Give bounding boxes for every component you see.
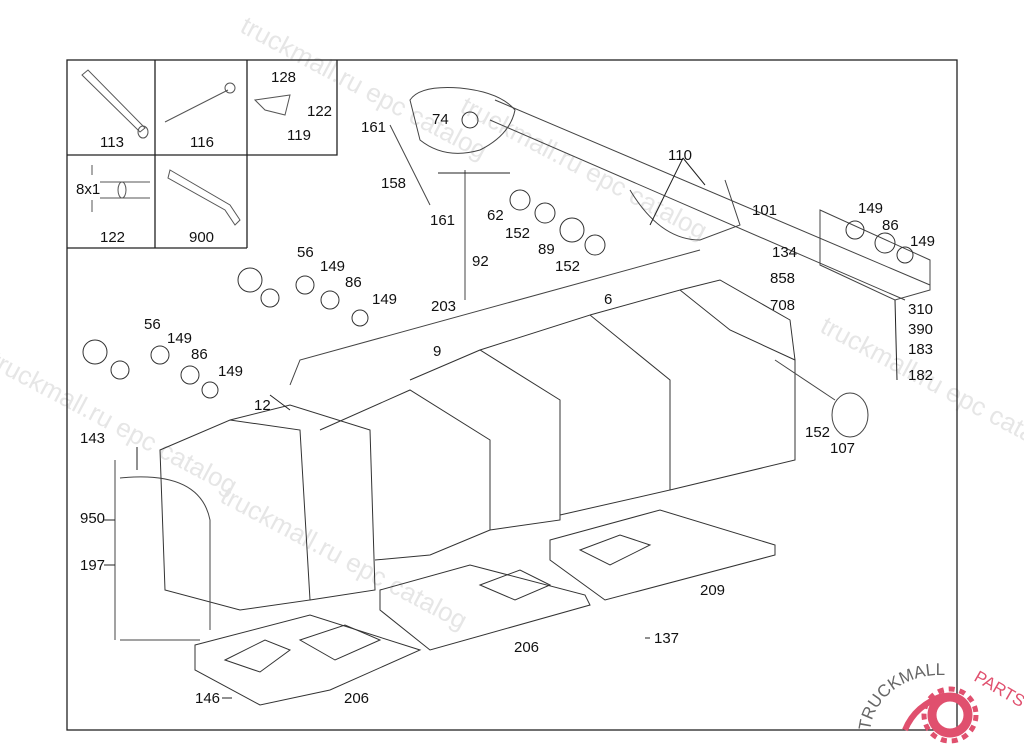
part-label[interactable]: 197	[80, 557, 106, 574]
clamps	[82, 111, 914, 399]
part-label[interactable]: 12	[254, 397, 271, 414]
part-label[interactable]: 158	[381, 175, 407, 192]
part-label[interactable]: 89	[538, 241, 555, 258]
part-label[interactable]: 858	[770, 270, 796, 287]
part-label[interactable]: 56	[144, 316, 161, 333]
part-label[interactable]: 203	[431, 298, 457, 315]
part-label[interactable]: 143	[80, 430, 106, 447]
part-label[interactable]: 86	[191, 346, 208, 363]
part-label[interactable]: 6	[604, 291, 613, 308]
part-label[interactable]: 182	[908, 367, 934, 384]
fuel-tanks	[159, 279, 796, 611]
part-label[interactable]: 110	[668, 147, 692, 164]
part-label[interactable]: 152	[555, 258, 581, 275]
frame	[66, 59, 958, 731]
gear-icon	[927, 692, 973, 738]
inset-part-122[interactable]: 122	[307, 103, 333, 120]
truckmall-parts-logo: TRUCKMALL PARTS	[855, 660, 1024, 744]
inset-part-122b[interactable]: 122	[100, 229, 126, 246]
inset-drawings	[81, 69, 291, 226]
part-label[interactable]: 107	[830, 440, 856, 457]
part-label[interactable]: 86	[345, 274, 362, 291]
part-label[interactable]: 161	[430, 212, 456, 229]
part-label[interactable]: 149	[910, 233, 936, 250]
inset-table	[67, 60, 338, 249]
inset-part-900[interactable]: 900	[189, 229, 215, 246]
part-label[interactable]: 149	[167, 330, 193, 347]
part-label[interactable]: 149	[218, 363, 244, 380]
part-label[interactable]: 92	[472, 253, 489, 270]
part-label[interactable]: 310	[908, 301, 934, 318]
part-label[interactable]: 152	[805, 424, 831, 441]
part-label[interactable]: 206	[514, 639, 540, 656]
leader-lines	[104, 157, 898, 699]
part-label[interactable]: 9	[433, 343, 442, 360]
part-label[interactable]: 56	[297, 244, 314, 261]
logo-text-right: PARTS	[971, 667, 1024, 711]
part-label[interactable]: 134	[772, 244, 798, 261]
part-label[interactable]: 152	[505, 225, 531, 242]
part-label[interactable]: 146	[195, 690, 221, 707]
part-label[interactable]: 62	[487, 207, 504, 224]
part-label[interactable]: 137	[654, 630, 680, 647]
part-label[interactable]: 708	[770, 297, 796, 314]
part-label[interactable]: 206	[344, 690, 370, 707]
part-label[interactable]: 149	[372, 291, 398, 308]
part-label[interactable]: 209	[700, 582, 726, 599]
part-label[interactable]: 149	[320, 258, 346, 275]
part-label[interactable]: 101	[752, 202, 778, 219]
part-label[interactable]: 149	[858, 200, 884, 217]
inset-dimension-8x1: 8x1	[76, 181, 101, 198]
part-label[interactable]: 161	[361, 119, 387, 136]
part-label[interactable]: 74	[432, 111, 449, 128]
inset-part-113[interactable]: 113	[100, 134, 124, 151]
part-label[interactable]: 390	[908, 321, 934, 338]
inset-part-119[interactable]: 119	[287, 127, 311, 144]
pipes-and-hoses	[114, 87, 931, 641]
inset-part-116[interactable]: 116	[190, 134, 214, 151]
inset-part-128[interactable]: 128	[271, 69, 297, 86]
base-plates	[194, 509, 776, 706]
part-label[interactable]: 183	[908, 341, 934, 358]
part-label[interactable]: 950	[80, 510, 106, 527]
part-label[interactable]: 86	[882, 217, 899, 234]
